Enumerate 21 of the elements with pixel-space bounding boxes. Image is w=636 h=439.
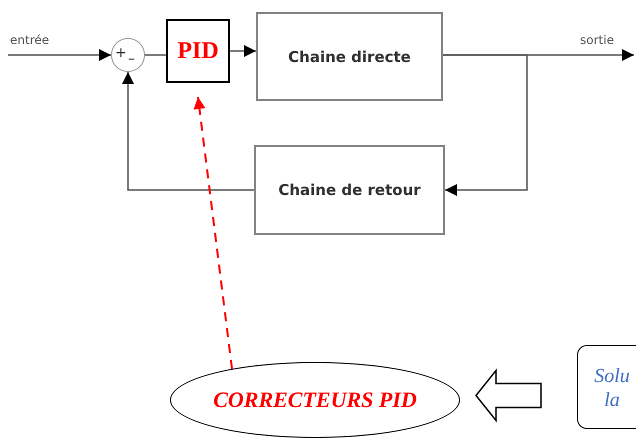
note-box	[577, 345, 636, 429]
label-ellipse	[170, 362, 460, 438]
note-text: Solu la	[593, 364, 631, 412]
plus-sign: +	[115, 45, 127, 61]
signal-arrow	[8, 49, 111, 61]
controller-label: PID	[177, 38, 219, 64]
dashed-arrow	[194, 96, 233, 369]
edge-label: sortie	[580, 33, 614, 47]
ellipse-label: CORRECTEURS PID	[213, 387, 417, 413]
summing-junction	[111, 38, 145, 72]
signal-arrow	[230, 45, 256, 57]
block-label: Chaine de retour	[278, 181, 421, 199]
process-box	[254, 145, 445, 235]
signal-arrow	[122, 72, 254, 191]
edge-label: entrée	[10, 33, 50, 47]
process-box	[256, 12, 443, 101]
signal-arrow	[443, 54, 528, 196]
block-label: Chaine directe	[288, 48, 411, 66]
minus-sign: –	[128, 51, 135, 67]
controller-box	[166, 19, 230, 83]
block-arrow	[475, 368, 542, 423]
